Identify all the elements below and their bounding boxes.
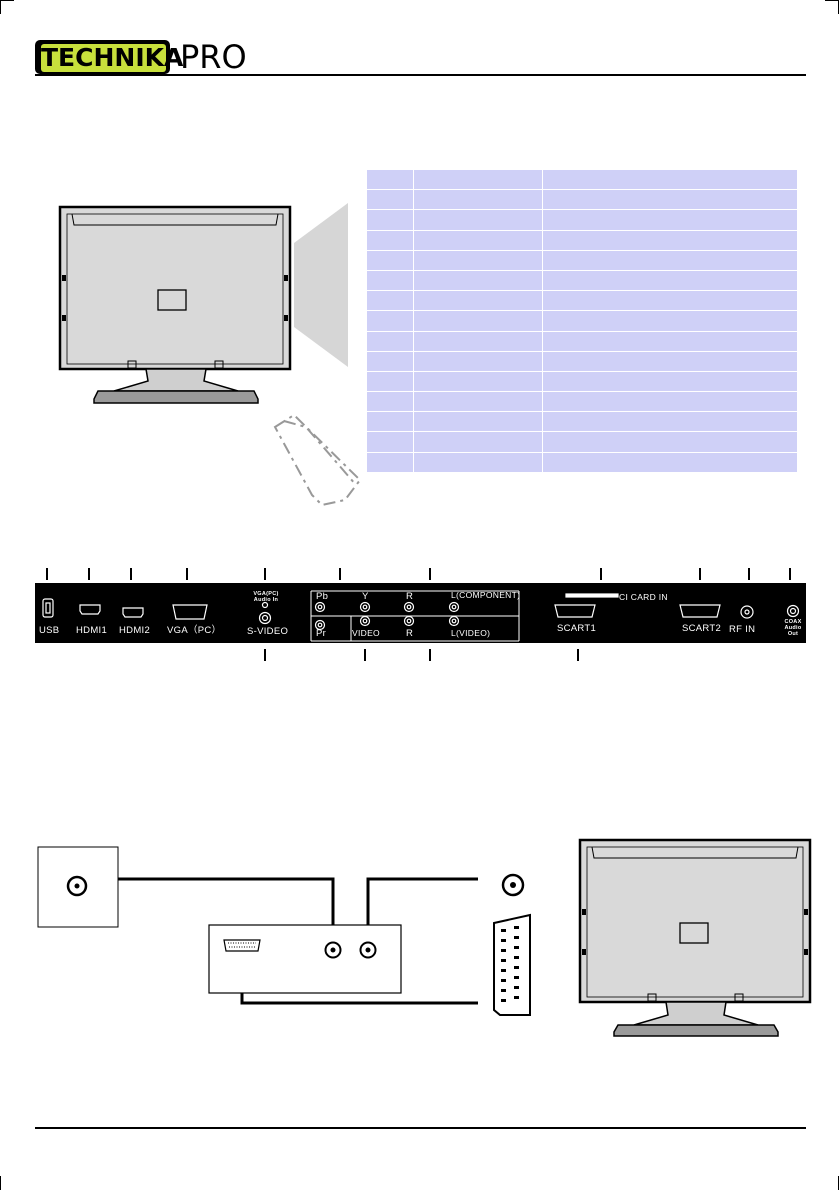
hdmi2-label: HDMI2 [119,625,151,636]
table-row [367,452,797,473]
connection-diagram [37,838,812,1037]
ci-card-label: CI CARD IN [619,592,668,602]
callout-tick [699,568,701,580]
callout-tick [364,649,366,661]
callout-tick [429,568,431,580]
scart1-label: SCART1 [557,623,597,634]
crop-mark [825,0,839,1]
l-component-label: L(COMPONENT) [451,590,521,600]
table-row [367,431,797,453]
callout-tick [264,649,266,661]
table-row [367,170,797,191]
video-label: VIDEO [352,628,380,638]
callout-tick [789,568,791,580]
pr-label: Pr [316,628,327,639]
vga-audio-label: VGA(PC) Audio In [253,591,279,603]
table-row [367,250,797,271]
table-row [367,209,797,231]
table-row [367,310,797,332]
callout-tick [130,568,132,580]
table-row [367,411,797,433]
table-row [367,351,797,372]
callout-tick [186,568,188,580]
svideo-label: S-VIDEO [247,626,289,637]
callout-tick [429,649,431,661]
footer-rule [35,1127,806,1129]
r-top-label: R [406,591,414,602]
callout-tick [600,568,602,580]
coax-label: COAX Audio Out [784,619,802,637]
scart2-label: SCART2 [682,623,722,634]
tv-back-illustration [58,203,362,507]
connector-panel: USB HDMI1 HDMI2 VGA（PC） VGA(PC) Audio In… [35,583,806,643]
rf-in-label: RF IN [729,624,756,635]
l-video-label: L(VIDEO) [451,628,491,638]
connector-graphics [42,590,800,642]
crop-mark [0,1176,1,1190]
y-label: Y [362,591,369,602]
table-row [367,290,797,312]
callout-tick [264,568,266,580]
table-row [367,331,797,352]
callout-tick [46,568,48,580]
hdmi1-label: HDMI1 [76,625,108,636]
crop-mark [0,0,14,1]
logo-text: TECHNIKA [41,43,184,72]
callout-tick [88,568,90,580]
table-row [367,230,797,251]
logo-suffix: PRO [180,38,247,76]
vga-label: VGA（PC） [167,625,222,636]
table-row [367,371,797,393]
table-row [367,270,797,292]
callout-tick [339,568,341,580]
header-rule [35,74,806,76]
table-row [367,189,797,211]
crop-mark [0,0,1,14]
pb-label: Pb [316,591,329,602]
callout-tick [577,649,579,661]
spec-table [367,170,797,473]
table-row [367,391,797,413]
r-bottom-label: R [406,628,414,639]
usb-label: USB [39,625,60,636]
callout-tick [748,568,750,580]
